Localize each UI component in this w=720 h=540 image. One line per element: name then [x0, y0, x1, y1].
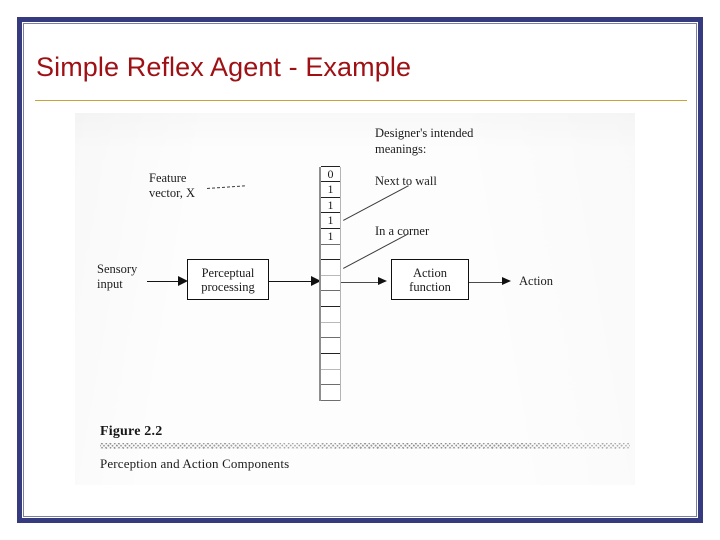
feature-vector-cell — [321, 306, 340, 324]
feature-vector-cell — [321, 290, 340, 308]
arrow-sensory-to-perceptual-line — [147, 281, 179, 282]
figure-number: Figure 2.2 — [100, 424, 163, 439]
feature-vector-cell: 1 — [321, 181, 340, 199]
feature-vector-cell: 1 — [321, 228, 340, 246]
label-designers-meanings-line2: meanings: — [375, 142, 427, 156]
arrow-sensory-to-perceptual-head — [178, 276, 188, 286]
label-meaning-next-to-wall: Next to wall — [375, 174, 437, 188]
label-meaning-in-a-corner: In a corner — [375, 224, 430, 238]
box-perceptual-processing: Perceptual processing — [187, 259, 269, 300]
arrow-vector-to-action-head — [378, 277, 387, 285]
page-title: Simple Reflex Agent - Example — [36, 52, 412, 82]
figure-caption-bar — [100, 443, 630, 449]
figure-caption-text: Perception and Action Components — [100, 456, 290, 471]
label-action-output: Action — [519, 274, 554, 288]
label-designers-meanings-line1: Designer's intended — [375, 126, 474, 140]
arrow-perceptual-to-vector-line — [269, 281, 313, 282]
feature-vector-cell: 1 — [321, 212, 340, 230]
label-feature-vector-line1: Feature — [149, 171, 187, 185]
feature-vector-cell — [321, 321, 340, 339]
scanned-figure-image: Sensory input Perceptual processing Feat… — [75, 113, 635, 485]
feature-vector-cell — [321, 337, 340, 355]
arrow-perceptual-to-vector-head — [311, 276, 321, 286]
label-feature-vector-line2: vector, X — [149, 186, 196, 200]
label-sensory-input-line2: input — [97, 277, 123, 291]
arrow-action-output-head — [502, 277, 511, 285]
figure-caption-block: Figure 2.2 Perception and Action Compone… — [100, 424, 630, 472]
box-action-function: Action function — [391, 259, 469, 300]
feature-vector-cell: 1 — [321, 196, 340, 214]
title-divider-rule — [35, 100, 687, 101]
feature-vector-cell — [321, 274, 340, 292]
feature-vector-cell — [321, 368, 340, 386]
feature-vector-cell — [321, 243, 340, 261]
feature-vector-cell — [321, 259, 340, 277]
box-perceptual-processing-line2: processing — [201, 279, 255, 294]
box-action-function-line2: function — [409, 279, 451, 294]
leader-line-next-to-wall — [343, 185, 409, 221]
arrow-action-output-line — [469, 282, 505, 283]
label-sensory-input-line1: Sensory — [97, 262, 138, 276]
box-action-function-line1: Action — [412, 265, 448, 280]
arrow-vector-to-action-line — [341, 282, 381, 283]
feature-vector-cell — [321, 384, 340, 402]
feature-vector-cell — [321, 352, 340, 370]
feature-vector-cell: 0 — [321, 165, 340, 183]
leader-line-feature-vector — [207, 185, 245, 189]
box-perceptual-processing-line1: Perceptual — [201, 265, 255, 280]
